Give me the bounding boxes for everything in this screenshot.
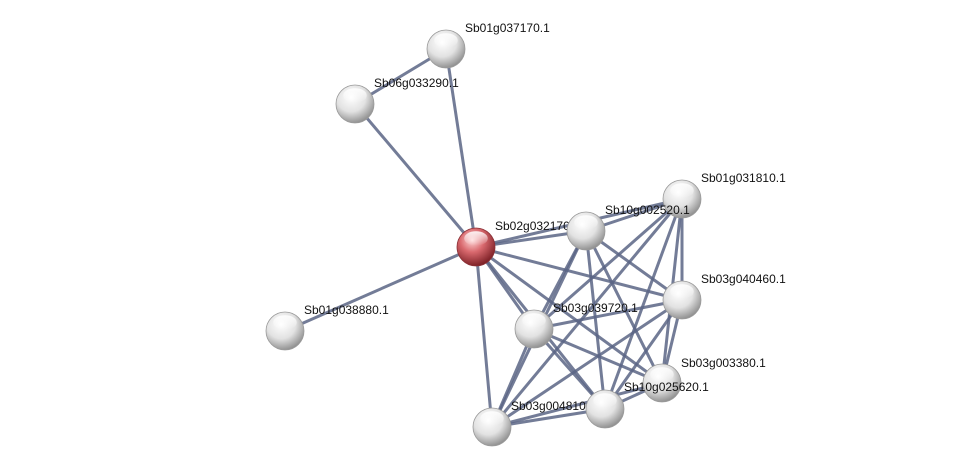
edge-n039720-n003380 bbox=[532, 327, 664, 385]
edge-n002520-n025620 bbox=[584, 229, 607, 411]
protein-node[interactable]: Sb10g002520.1 bbox=[566, 203, 690, 251]
edge-n031810-n004810 bbox=[490, 197, 684, 429]
edge-n004810-n003380 bbox=[490, 381, 664, 429]
edge-n031810-n039720 bbox=[532, 197, 684, 331]
protein-node[interactable]: Sb10g025620.1 bbox=[585, 380, 709, 429]
node-highlight bbox=[273, 315, 297, 330]
node-label: Sb01g037170.1 bbox=[465, 21, 550, 35]
nodes-layer: Sb02g032170 Sb01g037170.1Sb06g033290.1Sb0… bbox=[265, 21, 786, 447]
edge-n002520-n040460 bbox=[584, 229, 684, 302]
protein-node[interactable]: Sb03g039720.1 bbox=[514, 301, 638, 349]
node-highlight bbox=[670, 284, 694, 299]
node-highlight bbox=[434, 33, 458, 48]
node-highlight bbox=[343, 88, 367, 103]
edge-query-n038880 bbox=[283, 245, 478, 333]
node-label: Sb10g002520.1 bbox=[605, 203, 690, 217]
node-label: Sb02g032170 bbox=[495, 219, 570, 233]
node-label: Sb01g038880.1 bbox=[304, 303, 389, 317]
node-label: Sb01g031810.1 bbox=[701, 171, 786, 185]
node-label: Sb03g040460.1 bbox=[701, 272, 786, 286]
node-label: Sb03g039720.1 bbox=[553, 301, 638, 315]
node-label: Sb03g003380.1 bbox=[681, 356, 766, 370]
node-highlight bbox=[574, 215, 598, 230]
query-node[interactable]: Sb02g032170 bbox=[456, 219, 570, 267]
node-label: Sb06g033290.1 bbox=[374, 76, 459, 90]
edge-n040460-n025620 bbox=[603, 298, 684, 411]
edge-n037170-query bbox=[444, 47, 478, 249]
node-label: Sb03g004810 bbox=[511, 399, 586, 413]
edge-query-n004810 bbox=[474, 245, 494, 429]
edge-n002520-n003380 bbox=[584, 229, 664, 385]
edge-n031810-n025620 bbox=[603, 197, 684, 411]
protein-node[interactable]: Sb01g037170.1 bbox=[426, 21, 550, 69]
node-highlight bbox=[522, 313, 546, 328]
protein-node[interactable]: Sb06g033290.1 bbox=[335, 76, 459, 124]
protein-node[interactable]: Sb03g040460.1 bbox=[662, 272, 786, 320]
node-highlight bbox=[593, 393, 617, 408]
node-highlight bbox=[670, 183, 694, 198]
edge-query-n003380 bbox=[474, 245, 664, 385]
edge-n040460-n039720 bbox=[532, 298, 684, 331]
node-highlight bbox=[464, 231, 488, 246]
protein-node[interactable]: Sb03g003380.1 bbox=[642, 356, 766, 403]
protein-node[interactable]: Sb01g038880.1 bbox=[265, 303, 389, 351]
node-highlight bbox=[480, 411, 504, 426]
protein-node[interactable]: Sb01g031810.1 bbox=[662, 171, 786, 219]
node-label: Sb10g025620.1 bbox=[624, 380, 709, 394]
edge-n033290-query bbox=[353, 102, 478, 249]
protein-node[interactable]: Sb03g004810 bbox=[472, 399, 586, 447]
edge-n040460-n004810 bbox=[490, 298, 684, 429]
node-highlight bbox=[650, 367, 674, 382]
